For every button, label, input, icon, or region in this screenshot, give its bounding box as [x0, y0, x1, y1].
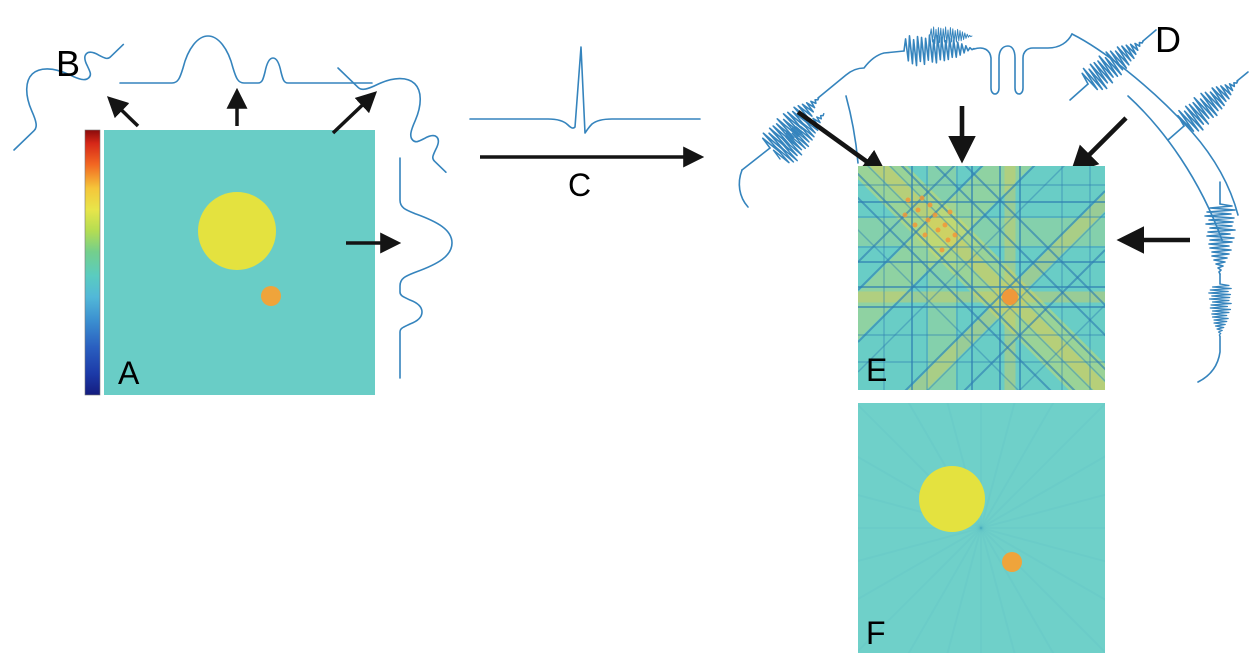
small-disk-f: [1002, 552, 1022, 572]
panel-a-phantom: A: [84, 129, 375, 396]
filtered-trace-baseline-5: [1167, 125, 1185, 141]
projection-trace-top: [119, 35, 373, 84]
panel-e-backprojection: [858, 166, 1105, 390]
filtered-trace-tail-left: [738, 169, 749, 208]
filtered-trace-baseline-6: [1236, 71, 1249, 82]
filtered-trace-arc-right: [1071, 33, 1239, 216]
streak-lines: [858, 166, 1105, 390]
label-c: C: [568, 167, 591, 203]
projection-trace-diag-right: [337, 67, 447, 173]
filtered-projection-traces: [738, 26, 1249, 383]
label-b: B: [56, 43, 80, 84]
filtered-burst-top-right: [1077, 28, 1154, 97]
large-disk-f: [919, 466, 985, 532]
backprojection-arrows-e: [796, 106, 1190, 254]
projection-arrows-a: [106, 87, 402, 254]
reconstruction-image: [858, 403, 1105, 653]
filtered-trace-baseline-3: [1069, 83, 1089, 101]
projection-trace-diag-left: [13, 43, 125, 151]
filter-step: C: [469, 46, 705, 203]
filtered-burst-right-upper: [1173, 68, 1249, 139]
filtered-burst-top-middle-2: [929, 26, 973, 46]
label-f: F: [866, 615, 886, 651]
faint-reconstruction-streaks: [858, 403, 1105, 653]
arrow-out-top-right: [331, 91, 378, 135]
panel-f-reconstruction: [858, 403, 1105, 653]
filtered-trace-vertical-3: [1197, 335, 1221, 383]
filtered-trace-baseline-4: [1142, 29, 1157, 42]
filter-kernel-waveform: [469, 46, 701, 134]
label-e: E: [866, 352, 887, 388]
small-disk-e: [1002, 289, 1018, 305]
arrow-in-top-left: [796, 110, 889, 178]
arrow-out-top-left: [106, 96, 140, 128]
backprojection-image: [858, 166, 1105, 390]
large-disk-a: [198, 192, 276, 270]
filtered-burst-right-side-2: [1208, 283, 1232, 338]
label-d: D: [1155, 19, 1181, 60]
label-a: A: [118, 355, 140, 391]
colorbar: [84, 129, 101, 396]
filtered-trace-pipes: [973, 33, 1073, 95]
projection-traces-a: [13, 35, 453, 379]
arrow-in-top-right: [1070, 116, 1128, 174]
projection-trace-right: [399, 157, 453, 379]
small-disk-a: [261, 286, 281, 306]
filtered-trace-baseline-1: [741, 147, 771, 171]
streak-bands: [858, 166, 1105, 390]
filtered-burst-right-side: [1204, 203, 1236, 275]
speckle-cluster: [902, 195, 958, 253]
filtered-trace-baseline-2: [817, 50, 905, 99]
